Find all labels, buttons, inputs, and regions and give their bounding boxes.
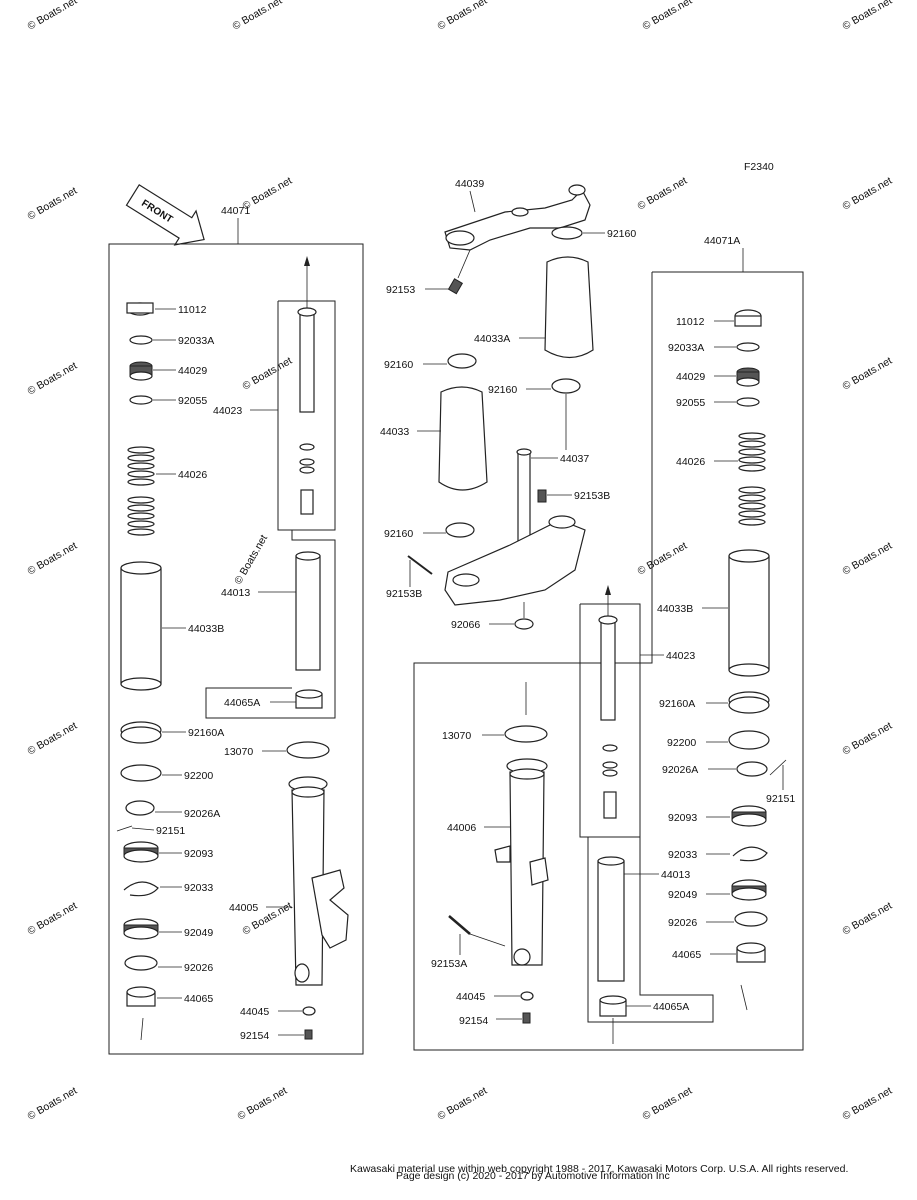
part-44065A: 44065A — [224, 697, 260, 709]
part-r-92026: 92026 — [668, 917, 697, 929]
part-r-44013: 44013 — [661, 869, 690, 881]
part-r-44026: 44026 — [676, 456, 705, 468]
part-r-44006: 44006 — [447, 822, 476, 834]
part-92049: 92049 — [184, 927, 213, 939]
watermark: © Boats.net — [436, 0, 490, 33]
left-fork-assembly: 44071 11012 92033A 44029 92055 — [108, 205, 364, 1055]
part-r-92049: 92049 — [668, 889, 697, 901]
watermark: © Boats.net — [841, 355, 895, 393]
outer-tube-44005 — [288, 776, 349, 986]
watermark: © Boats.net — [26, 720, 80, 758]
front-arrow: FRONT — [125, 184, 205, 246]
part-r-92153A: 92153A — [431, 958, 467, 970]
part-r-44023: 44023 — [666, 650, 695, 662]
spring-r-44026 — [738, 432, 766, 526]
watermark: © Boats.net — [26, 900, 80, 938]
part-r-44029: 44029 — [676, 371, 705, 383]
watermark: © Boats.net — [232, 533, 270, 587]
part-r-13070: 13070 — [442, 730, 471, 742]
assembly-label-44071: 44071 — [221, 205, 250, 217]
outer-tube-44006 — [494, 758, 549, 966]
part-44013: 44013 — [221, 587, 250, 599]
right-assembly-frame — [413, 271, 804, 1051]
part-r-92160A: 92160A — [659, 698, 695, 710]
part-92160-lower: 92160 — [384, 528, 413, 540]
part-13070: 13070 — [224, 746, 253, 758]
part-r-44065: 44065 — [672, 949, 701, 961]
part-44045: 44045 — [240, 1006, 269, 1018]
watermark: © Boats.net — [26, 185, 80, 223]
part-92153: 92153 — [386, 284, 415, 296]
watermark: © Boats.net — [841, 720, 895, 758]
part-92153B-left: 92153B — [386, 588, 422, 600]
watermark: © Boats.net — [841, 540, 895, 578]
part-92093: 92093 — [184, 848, 213, 860]
part-r-92151: 92151 — [766, 793, 795, 805]
figure-code: F2340 — [744, 161, 774, 173]
part-92153B-right: 92153B — [574, 490, 610, 502]
part-r-92033: 92033 — [668, 849, 697, 861]
footer-line-1: Kawasaki material use within web copyrig… — [350, 1163, 848, 1175]
part-92160-top: 92160 — [607, 228, 636, 240]
watermark: © Boats.net — [26, 1085, 80, 1123]
part-r-92033A: 92033A — [668, 342, 704, 354]
part-92055: 92055 — [178, 395, 207, 407]
left-assembly-frame — [108, 243, 364, 1055]
part-92026A: 92026A — [184, 808, 220, 820]
part-r-44065A: 44065A — [653, 1001, 689, 1013]
part-44033: 44033 — [380, 426, 409, 438]
watermark: © Boats.net — [841, 900, 895, 938]
watermark: © Boats.net — [231, 0, 285, 33]
part-44065: 44065 — [184, 993, 213, 1005]
part-92066: 92066 — [451, 619, 480, 631]
assembly-label-44071A: 44071A — [704, 235, 740, 247]
watermark: © Boats.net — [641, 1085, 695, 1123]
watermark: © Boats.net — [841, 175, 895, 213]
part-92160-mid-left: 92160 — [384, 359, 413, 371]
part-r-92154: 92154 — [459, 1015, 488, 1027]
part-44005: 44005 — [229, 902, 258, 914]
part-92160-mid-right: 92160 — [488, 384, 517, 396]
part-r-92055: 92055 — [676, 397, 705, 409]
watermark: © Boats.net — [26, 360, 80, 398]
spring-44026 — [127, 446, 155, 536]
part-92033: 92033 — [184, 882, 213, 894]
watermark: © Boats.net — [841, 0, 895, 33]
watermark: © Boats.net — [841, 1085, 895, 1123]
part-44023: 44023 — [213, 405, 242, 417]
part-44039: 44039 — [455, 178, 484, 190]
part-92151: 92151 — [156, 825, 185, 837]
part-44029: 44029 — [178, 365, 207, 377]
watermark: © Boats.net — [641, 0, 695, 33]
part-92160A: 92160A — [188, 727, 224, 739]
watermark: © Boats.net — [636, 540, 690, 578]
part-44033B: 44033B — [188, 623, 224, 635]
part-11012: 11012 — [178, 304, 207, 316]
part-r-92026A: 92026A — [662, 764, 698, 776]
part-44037: 44037 — [560, 453, 589, 465]
part-r-92200: 92200 — [667, 737, 696, 749]
part-r-11012: 11012 — [676, 316, 705, 328]
part-44033A: 44033A — [474, 333, 510, 345]
part-92033A: 92033A — [178, 335, 214, 347]
part-92154: 92154 — [240, 1030, 269, 1042]
watermark: © Boats.net — [236, 1085, 290, 1123]
watermark: © Boats.net — [26, 540, 80, 578]
part-r-44033B: 44033B — [657, 603, 693, 615]
part-r-44045: 44045 — [456, 991, 485, 1003]
part-92026: 92026 — [184, 962, 213, 974]
right-fork-assembly: 44071A 11012 92033A 44029 92055 — [413, 235, 804, 1051]
front-arrow-icon — [125, 184, 205, 246]
watermark: © Boats.net — [241, 355, 295, 393]
watermark: © Boats.net — [636, 175, 690, 213]
part-44026: 44026 — [178, 469, 207, 481]
part-92200: 92200 — [184, 770, 213, 782]
watermark: © Boats.net — [26, 0, 80, 33]
part-r-92093: 92093 — [668, 812, 697, 824]
steering-stem-assembly: 44039 92160 92153 44033A 92160 92160 440… — [380, 178, 636, 631]
footer-line-2: Page design (c) 2020 - 2017 by Automotiv… — [396, 1170, 670, 1182]
watermark: © Boats.net — [436, 1085, 490, 1123]
